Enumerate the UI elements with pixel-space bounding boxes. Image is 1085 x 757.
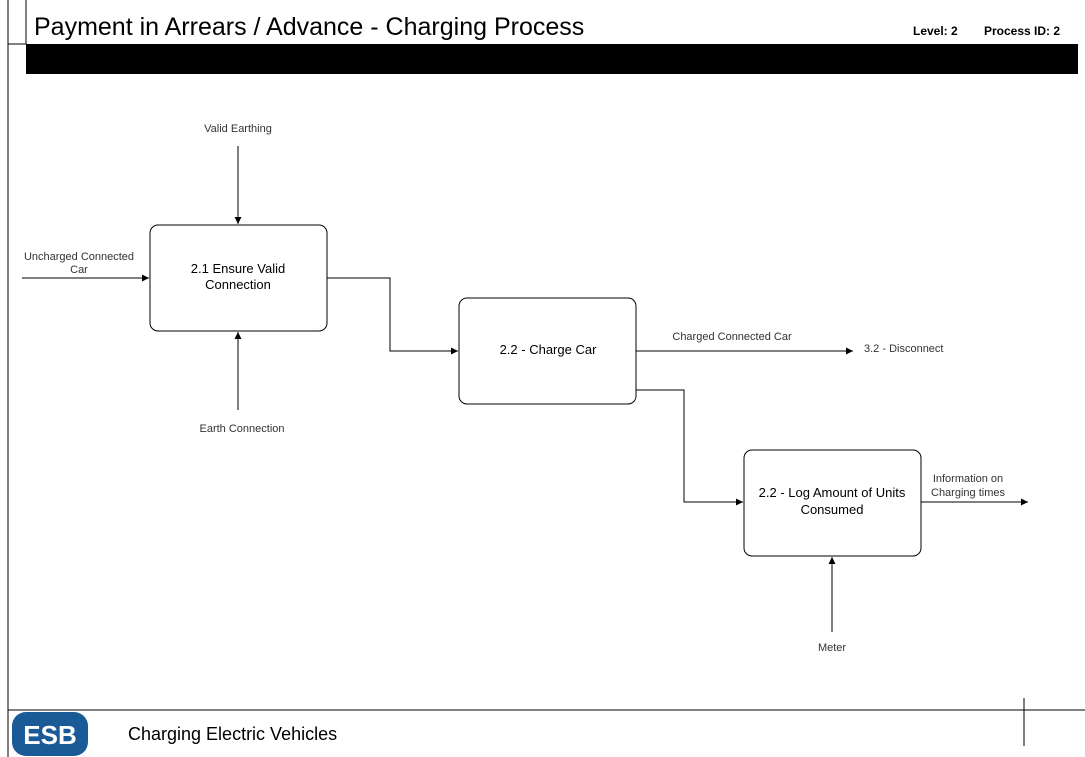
svg-text:ESB: ESB [23,720,76,750]
flow-label-information-line1: Information on [933,473,1003,485]
page-title: Payment in Arrears / Advance - Charging … [34,13,585,41]
arrow-2-2-to-log [636,389,743,506]
process-2-2-log-label-line2: Consumed [801,502,864,517]
header-bar [26,44,1078,74]
process-2-2-charge-label: 2.2 - Charge Car [500,342,597,357]
page-frame [7,0,1085,757]
flow-label-valid-earthing: Valid Earthing [204,123,272,135]
process-box-2-2-log [743,449,922,557]
flow-label-uncharged-line1: Uncharged Connected [24,251,134,263]
flow-label-information-line2: Charging times [931,487,1005,499]
footer-title: Charging Electric Vehicles [128,724,338,744]
process-2-2-log-label-line1: 2.2 - Log Amount of Units [759,485,906,500]
flow-label-disconnect: 3.2 - Disconnect [864,343,943,355]
flow-label-charged-car: Charged Connected Car [672,331,792,343]
process-2-1-label-line1: 2.1 Ensure Valid [191,261,285,276]
flow-label-uncharged-line2: Car [70,264,88,276]
process-id-label: Process ID: 2 [984,24,1061,38]
level-label: Level: 2 [913,24,958,38]
esb-logo: ESB [12,712,88,756]
arrow-2-1-to-2-2 [327,277,458,355]
flow-label-meter: Meter [818,642,846,654]
flow-label-earth-connection: Earth Connection [200,423,285,435]
process-2-1-label-line2: Connection [205,277,271,292]
